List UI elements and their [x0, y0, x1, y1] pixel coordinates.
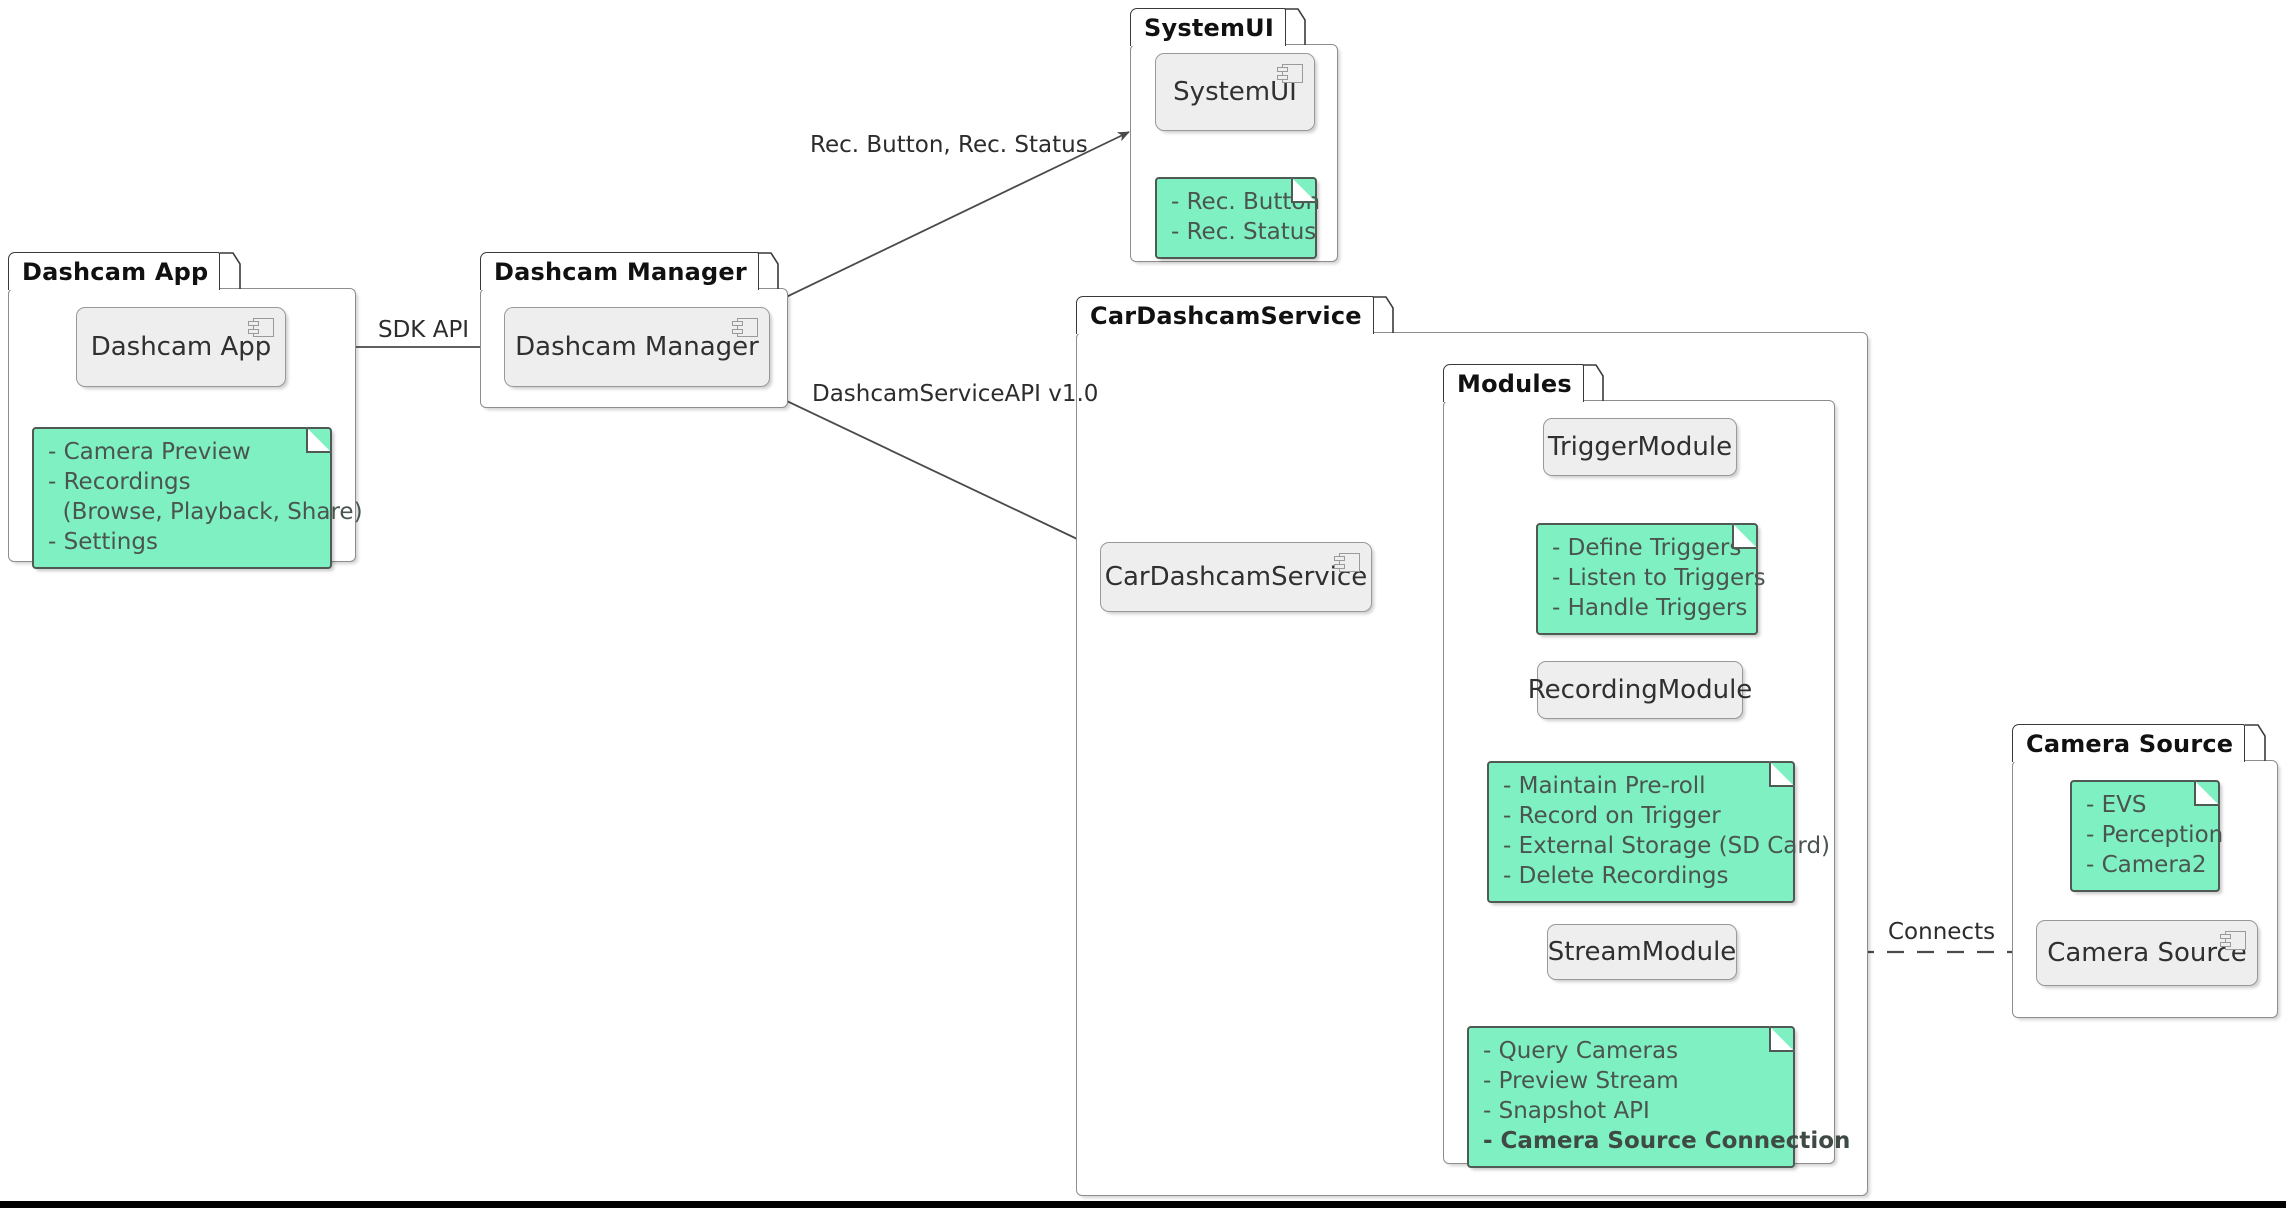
note-line: - Perception — [2086, 821, 2224, 848]
component-label: TriggerModule — [1547, 432, 1733, 462]
package-tab-corner-icon — [2244, 724, 2266, 761]
package-tab-label: SystemUI — [1130, 8, 1286, 46]
component-label: StreamModule — [1547, 937, 1737, 967]
component-label: Dashcam Manager — [515, 332, 759, 362]
uml-component-icon — [248, 318, 274, 337]
package-tab-corner-icon — [219, 252, 241, 289]
note-recordingmodule: - Maintain Pre-roll - Record on Trigger … — [1487, 761, 1831, 903]
note-line: - Camera2 — [2086, 851, 2207, 878]
note-fold-icon — [2194, 780, 2220, 806]
package-tab-corner-icon — [1372, 296, 1394, 333]
component-label: CarDashcamService — [1104, 562, 1368, 592]
note-fold-icon — [1769, 1026, 1795, 1052]
note-line: - Listen to Triggers — [1552, 564, 1766, 591]
note-line: - Handle Triggers — [1552, 594, 1748, 621]
note-line: - External Storage (SD Card) — [1503, 832, 1831, 859]
package-tab-corner-icon — [758, 252, 780, 289]
note-line: - EVS — [2086, 792, 2147, 818]
note-line: - Preview Stream — [1483, 1067, 1679, 1094]
component-systemui[interactable]: SystemUI — [1155, 53, 1315, 131]
note-fold-icon — [1732, 523, 1758, 549]
component-camera-source[interactable]: Camera Source — [2036, 920, 2258, 986]
package-tab-label: CarDashcamService — [1076, 296, 1374, 334]
note-streammodule: - Query Cameras - Preview Stream - Snaps… — [1467, 1026, 1851, 1168]
component-cardashcamservice[interactable]: CarDashcamService — [1100, 542, 1372, 612]
package-tab-corner-icon — [1583, 364, 1605, 401]
edge-label-rec-button-rec-status: Rec. Button, Rec. Status — [810, 132, 1088, 158]
note-line: - Record on Trigger — [1503, 802, 1721, 829]
component-label: Camera Source — [2047, 938, 2247, 968]
package-tab-corner-icon — [1285, 8, 1307, 45]
package-tab-label: Modules — [1443, 364, 1584, 402]
uml-component-icon — [732, 318, 758, 337]
note-line: - Settings — [48, 528, 158, 555]
edge-label-sdk-api: SDK API — [378, 317, 470, 343]
note-line: - Recordings — [48, 468, 191, 495]
note-fold-icon — [306, 427, 332, 453]
uml-component-icon — [2220, 931, 2246, 950]
bottom-bar — [0, 1201, 2286, 1208]
note-line: - Delete Recordings — [1503, 862, 1729, 889]
package-tab-label: Dashcam App — [8, 252, 221, 290]
component-label: RecordingModule — [1527, 675, 1753, 705]
note-line: (Browse, Playback, Share) — [48, 498, 363, 525]
note-line: - Camera Preview — [48, 439, 251, 465]
note-line: - Rec. Status — [1171, 218, 1317, 245]
note-line: - Define Triggers — [1552, 535, 1742, 561]
note-line: - Query Cameras — [1483, 1038, 1679, 1064]
component-dashcam-app[interactable]: Dashcam App — [76, 307, 286, 387]
component-label: Dashcam App — [90, 332, 272, 362]
note-line: - Snapshot API — [1483, 1097, 1650, 1124]
uml-component-icon — [1277, 64, 1303, 83]
note-triggermodule: - Define Triggers - Listen to Triggers -… — [1536, 523, 1766, 635]
note-fold-icon — [1769, 761, 1795, 787]
uml-component-icon — [1334, 553, 1360, 572]
component-streammodule[interactable]: StreamModule — [1547, 924, 1737, 980]
edge-rec-button-rec-status — [729, 131, 1130, 325]
component-recordingmodule[interactable]: RecordingModule — [1528, 661, 1752, 719]
component-triggermodule[interactable]: TriggerModule — [1543, 418, 1737, 476]
component-dashcam-manager[interactable]: Dashcam Manager — [504, 307, 770, 387]
note-line: - Rec. Button — [1171, 189, 1321, 215]
edge-label-dashcamserviceapi: DashcamServiceAPI v1.0 — [812, 381, 1099, 407]
note-dashcam-app: - Camera Preview - Recordings (Browse, P… — [32, 427, 363, 569]
package-tab-label: Camera Source — [2012, 724, 2246, 762]
note-camera-source: - EVS - Perception - Camera2 — [2070, 780, 2224, 892]
note-systemui: - Rec. Button - Rec. Status — [1155, 177, 1321, 259]
note-line: - Camera Source Connection — [1483, 1127, 1851, 1154]
note-line: - Maintain Pre-roll — [1503, 773, 1706, 799]
edge-label-connects: Connects — [1888, 919, 1996, 945]
package-tab-label: Dashcam Manager — [480, 252, 759, 290]
